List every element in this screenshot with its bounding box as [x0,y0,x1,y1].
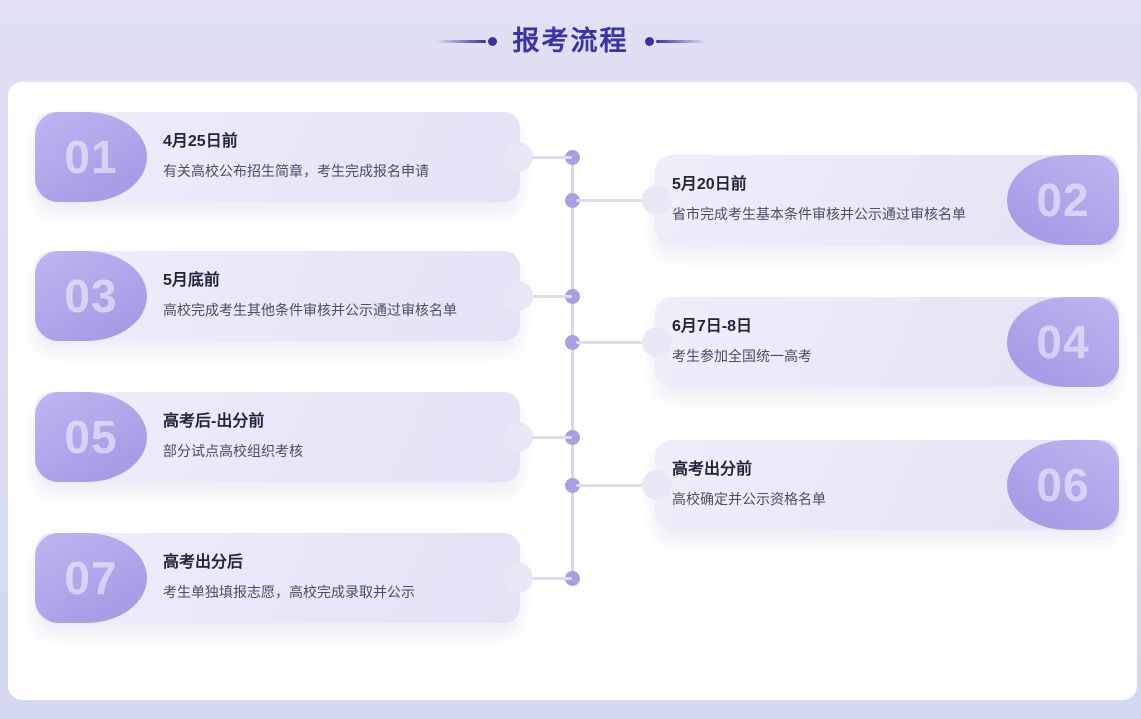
step-title: 高考出分后 [163,554,244,571]
step-content: 高考出分前 高校确定并公示资格名单 [672,460,995,508]
step-number-badge: 01 [35,112,147,202]
step-title: 5月20日前 [672,176,747,193]
card-connector-bump [503,281,533,311]
step-number-badge: 02 [1007,155,1119,245]
connector-step-3 [532,295,572,298]
step-title: 5月底前 [163,272,220,289]
step-title: 高考出分前 [672,461,753,478]
step-number: 01 [64,131,118,183]
step-number: 02 [1036,174,1090,226]
timeline-dot-step-2 [565,193,580,208]
step-number-badge: 03 [35,251,147,341]
timeline-line [571,157,574,578]
title-decoration-right [633,36,706,46]
card-connector-bump [642,185,672,215]
connector-step-1 [532,156,572,159]
step-card-5: 05 高考后-出分前 部分试点高校组织考核 [35,392,533,482]
decoration-line-icon [655,39,706,43]
step-number-badge: 07 [35,533,147,623]
step-title: 6月7日-8日 [672,318,753,335]
decoration-dot-icon [487,36,497,46]
step-number: 03 [64,270,118,322]
step-content: 6月7日-8日 考生参加全国统一高考 [672,317,995,365]
step-content: 高考后-出分前 部分试点高校组织考核 [163,412,502,460]
step-description: 省市完成考生基本条件审核并公示通过审核名单 [672,206,966,222]
section-header: 报考流程 [0,0,1141,82]
step-number: 04 [1036,316,1090,368]
connector-step-6 [576,484,642,487]
connector-step-2 [576,199,642,202]
decoration-line-icon [435,39,486,43]
connector-step-7 [532,577,572,580]
card-connector-bump [642,470,672,500]
step-card-1: 01 4月25日前 有关高校公布招生简章，考生完成报名申请 [35,112,533,202]
step-description: 有关高校公布招生简章，考生完成报名申请 [163,163,429,179]
connector-step-4 [576,341,642,344]
step-description: 高校完成考生其他条件审核并公示通过审核名单 [163,302,457,318]
step-card-2: 02 5月20日前 省市完成考生基本条件审核并公示通过审核名单 [642,155,1119,245]
step-card-6: 06 高考出分前 高校确定并公示资格名单 [642,440,1119,530]
card-connector-bump [503,142,533,172]
step-number: 06 [1036,459,1090,511]
timeline-dot-step-1 [565,150,580,165]
timeline-dot-step-6 [565,478,580,493]
step-description: 部分试点高校组织考核 [163,443,303,459]
timeline-dot-step-5 [565,430,580,445]
step-number: 07 [64,552,118,604]
step-number: 05 [64,411,118,463]
connector-step-5 [532,436,572,439]
card-connector-bump [503,563,533,593]
timeline-dot-step-7 [565,571,580,586]
step-content: 4月25日前 有关高校公布招生简章，考生完成报名申请 [163,132,502,180]
step-card-7: 07 高考出分后 考生单独填报志愿，高校完成录取并公示 [35,533,533,623]
step-description: 考生参加全国统一高考 [672,348,812,364]
step-card-4: 04 6月7日-8日 考生参加全国统一高考 [642,297,1119,387]
step-title: 高考后-出分前 [163,413,265,430]
step-content: 5月底前 高校完成考生其他条件审核并公示通过审核名单 [163,271,502,319]
decoration-dot-icon [644,36,654,46]
step-description: 考生单独填报志愿，高校完成录取并公示 [163,584,415,600]
title-decoration-left [435,36,509,46]
step-description: 高校确定并公示资格名单 [672,491,826,507]
timeline-dot-step-3 [565,289,580,304]
step-title: 4月25日前 [163,133,238,150]
page-title: 报考流程 [512,25,629,56]
card-connector-bump [642,327,672,357]
step-number-badge: 05 [35,392,147,482]
step-content: 5月20日前 省市完成考生基本条件审核并公示通过审核名单 [672,175,995,223]
card-connector-bump [503,422,533,452]
step-number-badge: 06 [1007,440,1119,530]
step-content: 高考出分后 考生单独填报志愿，高校完成录取并公示 [163,553,502,601]
step-card-3: 03 5月底前 高校完成考生其他条件审核并公示通过审核名单 [35,251,533,341]
step-number-badge: 04 [1007,297,1119,387]
timeline-dot-step-4 [565,335,580,350]
